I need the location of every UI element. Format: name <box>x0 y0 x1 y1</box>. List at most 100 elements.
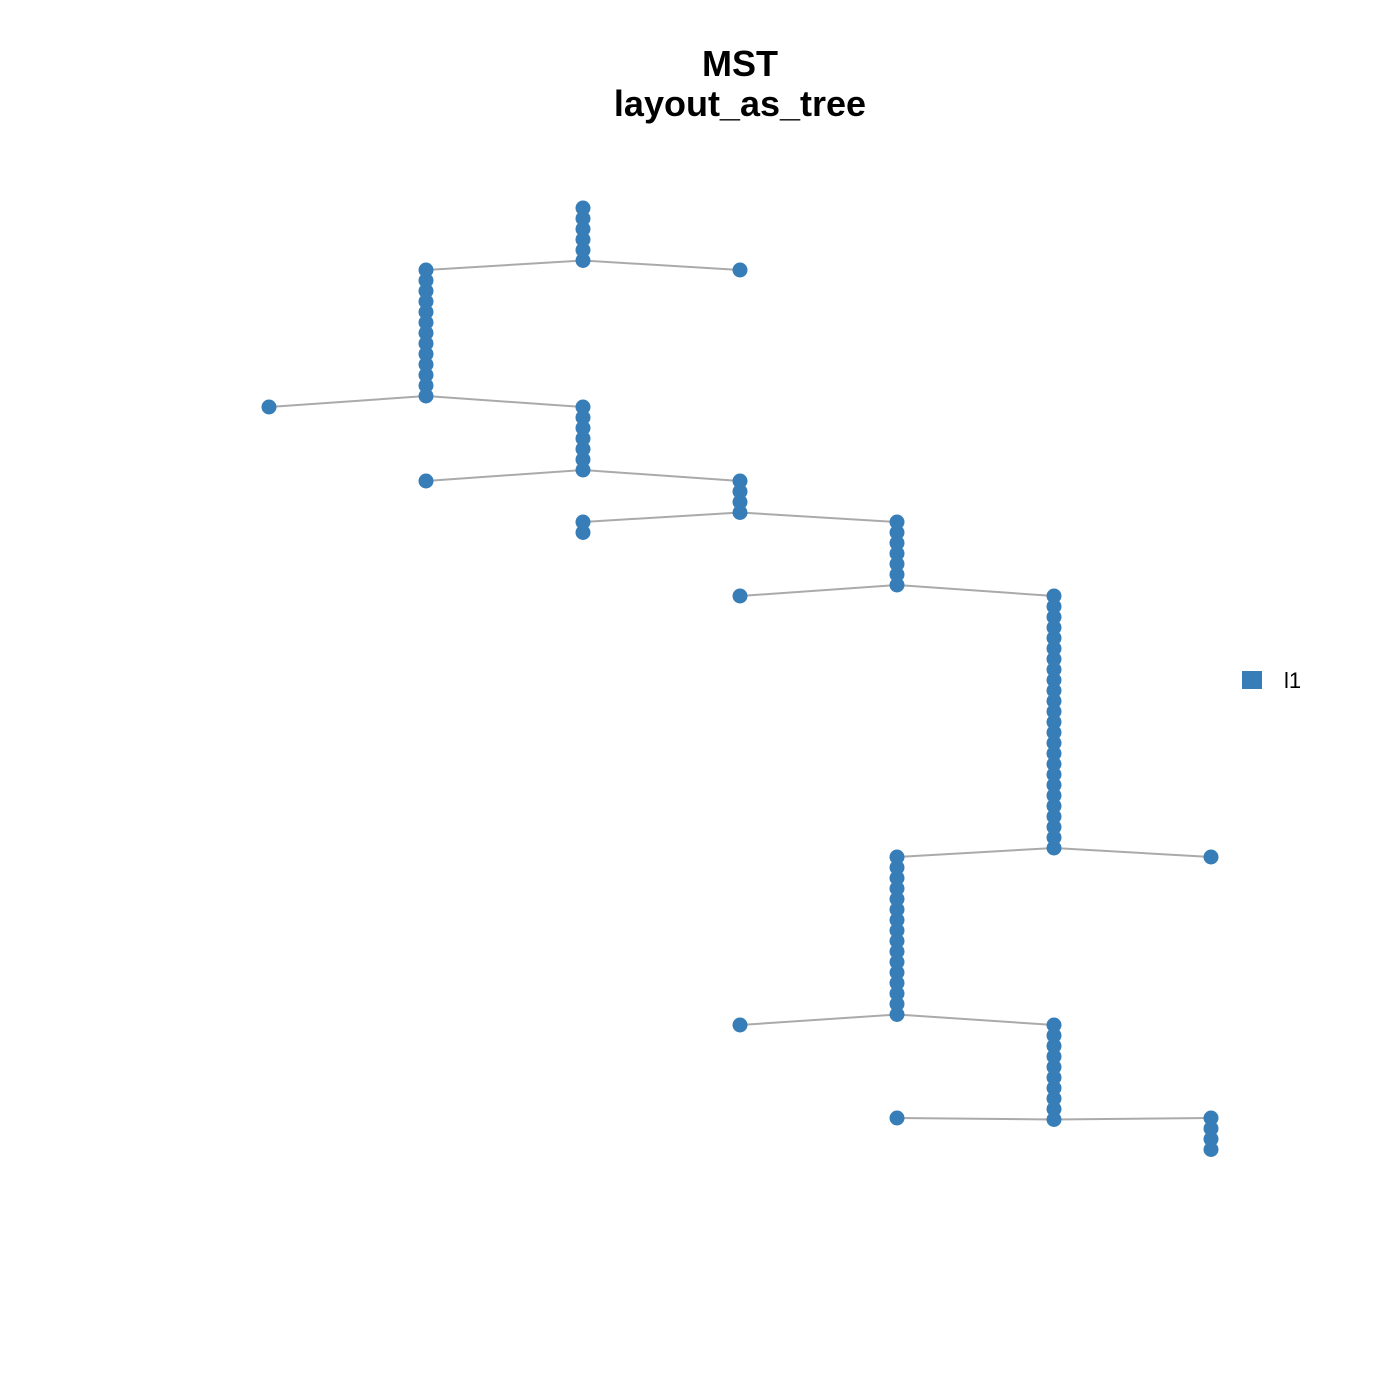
tree-edge <box>896 1117 1055 1121</box>
tree-node <box>418 378 434 393</box>
tree-node <box>575 242 591 258</box>
tree-node <box>575 410 591 425</box>
tree-node <box>1046 725 1062 740</box>
tree-node <box>1046 714 1062 730</box>
tree-node <box>1046 756 1062 772</box>
tree-node <box>418 304 434 320</box>
tree-node <box>732 1017 748 1033</box>
tree-edge <box>896 847 1055 858</box>
tree-edge <box>1053 1117 1212 1121</box>
tree-node <box>889 556 905 572</box>
tree-edge <box>582 511 741 523</box>
tree-edge <box>896 1013 1055 1026</box>
tree-node <box>1046 693 1062 709</box>
tree-node <box>418 473 434 489</box>
tree-node <box>732 588 748 604</box>
tree-node <box>1046 819 1062 835</box>
tree-node <box>1046 641 1062 656</box>
tree-node <box>732 484 748 499</box>
tree-node <box>889 954 905 970</box>
tree-node <box>1046 662 1062 677</box>
tree-node <box>1046 1017 1062 1033</box>
tree-node <box>575 232 591 247</box>
tree-edge <box>582 469 741 482</box>
tree-node <box>1203 1131 1219 1147</box>
tree-node <box>889 849 905 865</box>
tree-node <box>889 891 905 907</box>
edge-layer <box>268 259 1212 1121</box>
tree-node <box>1046 704 1062 719</box>
tree-edge <box>739 584 898 597</box>
title-line-2: layout_as_tree <box>614 83 866 124</box>
title-line-1: MST <box>702 43 778 84</box>
tree-node <box>575 211 591 226</box>
tree-edge <box>896 584 1055 597</box>
tree-node <box>575 399 591 415</box>
tree-node <box>418 283 434 299</box>
tree-node <box>418 346 434 362</box>
tree-node <box>418 388 434 404</box>
legend-label-l1: l1 <box>1284 668 1301 693</box>
tree-node <box>261 399 277 415</box>
tree-edge <box>1053 847 1212 858</box>
tree-node <box>889 860 905 875</box>
tree-node <box>889 535 905 551</box>
tree-node <box>1046 830 1062 845</box>
tree-node <box>1046 683 1062 698</box>
tree-node <box>889 933 905 949</box>
tree-node <box>418 325 434 341</box>
tree-node <box>1046 1101 1062 1117</box>
tree-node <box>575 253 591 268</box>
tree-node <box>418 357 434 372</box>
tree-node <box>1203 1110 1219 1126</box>
tree-node <box>1046 672 1062 688</box>
tree-node <box>889 986 905 1001</box>
legend: l1 <box>1242 668 1301 693</box>
tree-node <box>889 1110 905 1126</box>
tree-node <box>575 200 591 216</box>
tree-node <box>889 965 905 980</box>
tree-node <box>1203 849 1219 865</box>
tree-node <box>732 505 748 520</box>
tree-node <box>1203 1121 1219 1136</box>
tree-node <box>1046 788 1062 803</box>
tree-edge <box>582 259 741 271</box>
tree-node <box>1046 1049 1062 1064</box>
tree-node <box>418 294 434 309</box>
tree-node <box>1046 1059 1062 1075</box>
tree-node <box>889 870 905 886</box>
tree-node <box>1046 735 1062 751</box>
tree-node <box>1046 798 1062 814</box>
tree-node <box>1046 777 1062 793</box>
tree-node <box>418 315 434 330</box>
tree-node <box>1046 1028 1062 1043</box>
tree-node <box>1046 1112 1062 1127</box>
tree-node <box>575 221 591 237</box>
tree-node <box>575 441 591 457</box>
tree-node <box>575 420 591 436</box>
tree-node <box>1046 1070 1062 1085</box>
tree-node <box>889 923 905 938</box>
legend-swatch-l1 <box>1242 671 1262 689</box>
tree-edge <box>425 259 584 271</box>
tree-node <box>889 902 905 917</box>
tree-node <box>1046 1080 1062 1096</box>
tree-edge <box>739 1013 898 1026</box>
tree-node <box>575 514 591 530</box>
tree-node <box>1046 809 1062 824</box>
tree-node <box>1203 1142 1219 1157</box>
tree-node <box>1046 1091 1062 1106</box>
tree-node <box>889 944 905 959</box>
tree-node <box>575 452 591 467</box>
figure-title: MST layout_as_tree <box>614 43 866 124</box>
tree-node <box>1046 1038 1062 1054</box>
tree-node <box>889 1007 905 1022</box>
tree-node <box>889 912 905 928</box>
tree-node <box>1046 651 1062 667</box>
tree-node <box>1046 630 1062 646</box>
tree-node <box>575 431 591 446</box>
tree-node <box>889 881 905 896</box>
tree-node <box>732 473 748 489</box>
tree-edge <box>425 469 584 482</box>
